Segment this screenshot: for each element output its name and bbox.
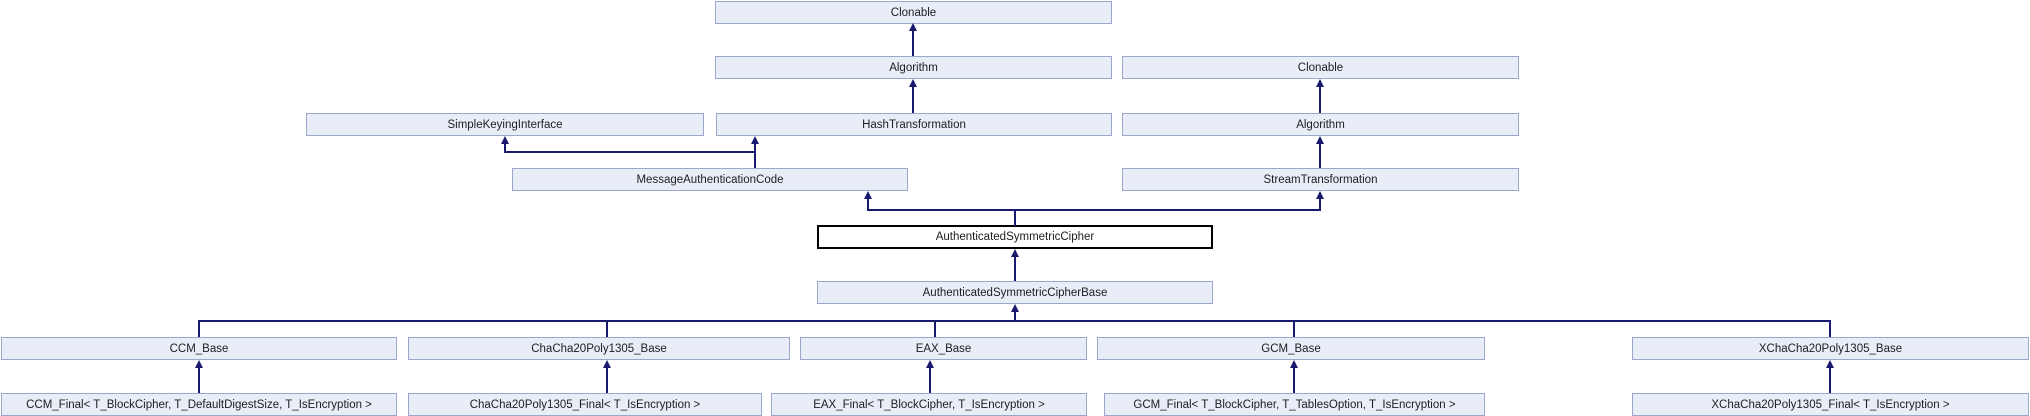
edge-arrowhead-up bbox=[909, 23, 917, 31]
node-gcm-final[interactable]: GCM_Final< T_BlockCipher, T_TablesOption… bbox=[1104, 393, 1485, 416]
edge-arrowhead-up bbox=[1290, 360, 1298, 368]
edge-arrowhead-up bbox=[1011, 249, 1019, 257]
edge-arrowhead-up bbox=[1316, 191, 1324, 199]
node-chacha20poly1305-final[interactable]: ChaCha20Poly1305_Final< T_IsEncryption > bbox=[408, 393, 762, 416]
node-ccm-final[interactable]: CCM_Final< T_BlockCipher, T_DefaultDiges… bbox=[1, 393, 397, 416]
edge-line bbox=[1014, 209, 1016, 226]
edge-line bbox=[504, 151, 756, 153]
edge-arrowhead-up bbox=[864, 191, 872, 199]
edge-line bbox=[1319, 142, 1321, 168]
node-authenticatedsymmetriccipherbase[interactable]: AuthenticatedSymmetricCipherBase bbox=[817, 281, 1213, 304]
node-eax-base[interactable]: EAX_Base bbox=[800, 337, 1087, 360]
node-xchacha20poly1305-base[interactable]: XChaCha20Poly1305_Base bbox=[1632, 337, 2029, 360]
node-eax-final[interactable]: EAX_Final< T_BlockCipher, T_IsEncryption… bbox=[771, 393, 1087, 416]
node-messageauthenticationcode[interactable]: MessageAuthenticationCode bbox=[512, 168, 908, 191]
edge-line bbox=[929, 366, 931, 393]
edge-line bbox=[1829, 366, 1831, 393]
edge-arrowhead-up bbox=[1316, 79, 1324, 87]
edge-line bbox=[754, 142, 756, 168]
node-clonable-right[interactable]: Clonable bbox=[1122, 56, 1519, 79]
edge-arrowhead-up bbox=[1826, 360, 1834, 368]
edge-arrowhead-up bbox=[603, 360, 611, 368]
edge-arrowhead-up bbox=[751, 136, 759, 144]
node-xchacha20poly1305-final[interactable]: XChaCha20Poly1305_Final< T_IsEncryption … bbox=[1632, 393, 2029, 416]
node-gcm-base[interactable]: GCM_Base bbox=[1097, 337, 1485, 360]
edge-line bbox=[934, 320, 936, 337]
node-hashtransformation[interactable]: HashTransformation bbox=[716, 113, 1112, 136]
edge-line bbox=[198, 320, 200, 337]
edge-line bbox=[1319, 85, 1321, 113]
node-chacha20poly1305-base[interactable]: ChaCha20Poly1305_Base bbox=[408, 337, 790, 360]
edge-line bbox=[912, 29, 914, 56]
edge-line bbox=[867, 209, 1321, 211]
edge-line bbox=[606, 320, 608, 337]
node-algorithm-right[interactable]: Algorithm bbox=[1122, 113, 1519, 136]
node-authenticatedsymmetriccipher-current: AuthenticatedSymmetricCipher bbox=[817, 225, 1213, 249]
edge-line bbox=[198, 320, 1831, 322]
edge-arrowhead-up bbox=[1011, 304, 1019, 312]
node-clonable-top[interactable]: Clonable bbox=[715, 1, 1112, 24]
edge-arrowhead-up bbox=[909, 79, 917, 87]
edge-line bbox=[1293, 366, 1295, 393]
edge-line bbox=[198, 366, 200, 393]
node-simplekeyinginterface[interactable]: SimpleKeyingInterface bbox=[306, 113, 704, 136]
edge-line bbox=[606, 366, 608, 393]
edge-line bbox=[867, 197, 869, 211]
node-algorithm-left[interactable]: Algorithm bbox=[715, 56, 1112, 79]
edge-line bbox=[1014, 310, 1016, 322]
edge-arrowhead-up bbox=[195, 360, 203, 368]
edge-arrowhead-up bbox=[1316, 136, 1324, 144]
edge-arrowhead-up bbox=[926, 360, 934, 368]
node-ccm-base[interactable]: CCM_Base bbox=[1, 337, 397, 360]
node-streamtransformation[interactable]: StreamTransformation bbox=[1122, 168, 1519, 191]
edge-line bbox=[504, 142, 506, 153]
edge-line bbox=[1829, 320, 1831, 337]
edge-line bbox=[912, 85, 914, 113]
edge-arrowhead-up bbox=[501, 136, 509, 144]
edge-line bbox=[1319, 197, 1321, 211]
edge-line bbox=[1293, 320, 1295, 337]
edge-line bbox=[1014, 255, 1016, 281]
